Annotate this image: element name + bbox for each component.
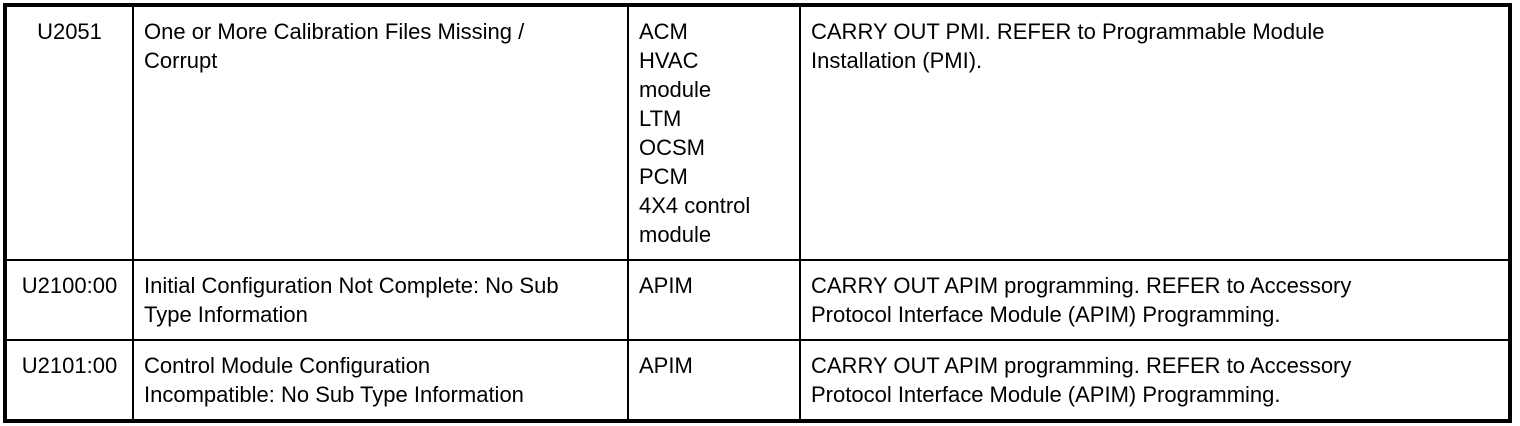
action-cell: CARRY OUT APIM programming. REFER to Acc… <box>799 339 1511 422</box>
module-cell: APIM <box>627 339 801 422</box>
description-cell: One or More Calibration Files Missing / … <box>132 4 629 261</box>
description-cell: Initial Configuration Not Complete: No S… <box>132 259 629 341</box>
action-cell: CARRY OUT PMI. REFER to Programmable Mod… <box>799 4 1511 261</box>
table-row: U2051 One or More Calibration Files Miss… <box>4 4 1511 261</box>
module-cell: ACM HVAC module LTM OCSM PCM 4X4 control… <box>627 4 801 261</box>
dtc-code-cell: U2101:00 <box>4 339 134 422</box>
table-row: U2101:00 Control Module Configuration In… <box>4 339 1511 422</box>
module-cell: APIM <box>627 259 801 341</box>
action-cell: CARRY OUT APIM programming. REFER to Acc… <box>799 259 1511 341</box>
description-cell: Control Module Configuration Incompatibl… <box>132 339 629 422</box>
dtc-table: U2051 One or More Calibration Files Miss… <box>3 3 1512 423</box>
table-row: U2100:00 Initial Configuration Not Compl… <box>4 259 1511 341</box>
dtc-code-cell: U2100:00 <box>4 259 134 341</box>
dtc-code-cell: U2051 <box>4 4 134 261</box>
